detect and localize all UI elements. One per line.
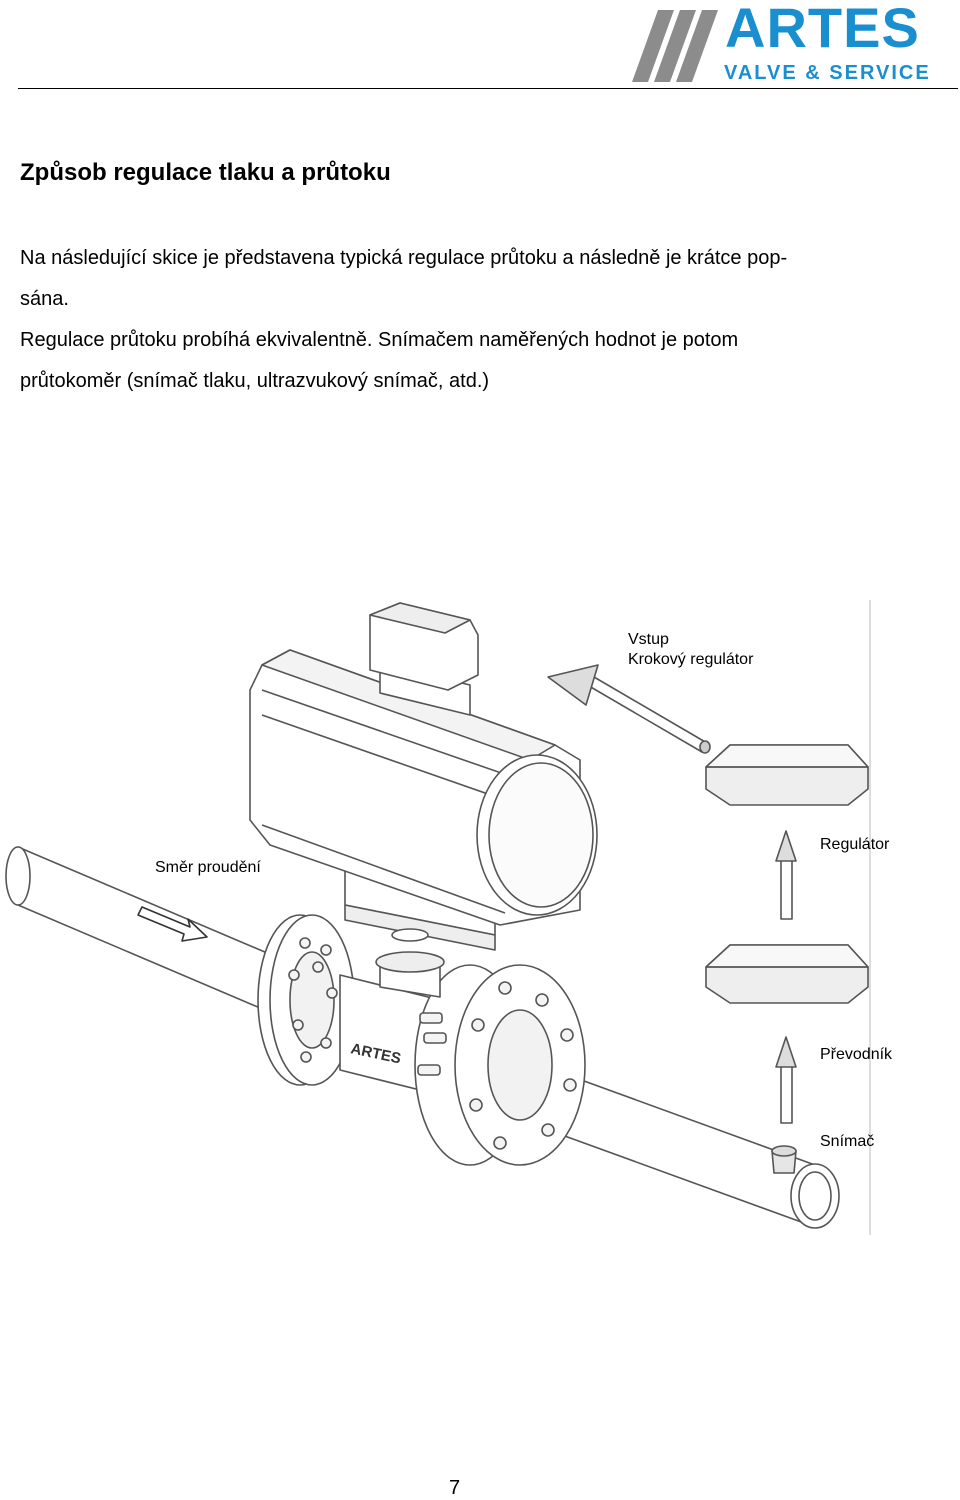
header-divider: [18, 88, 958, 89]
stepper-controller-box: [705, 744, 869, 806]
left-flange: [257, 914, 355, 1086]
flow-paragraph: Regulace průtoku probíhá ekvivalentně. S…: [20, 329, 739, 392]
page-number: 7: [449, 1477, 461, 1499]
label-regulator: Regulátor: [820, 836, 890, 853]
sensor-nub: [771, 1145, 797, 1174]
actuator-indicator: [369, 602, 479, 716]
label-snimac: Snímač: [820, 1133, 875, 1150]
valve-stem: [375, 951, 445, 998]
regulator-box: [705, 944, 869, 1004]
artes-logo: ARTES VALVE & SERVICE: [630, 0, 960, 86]
actuator-body: [249, 649, 598, 926]
outlet-pipe: [539, 1064, 840, 1229]
valve-diagram: ARTES Vstup Krokový regulátor Směr proud…: [0, 595, 960, 1240]
logo-brand-text: ARTES: [725, 0, 920, 59]
label-krokovy-regulator: Krokový regulátor: [628, 651, 754, 668]
input-arrow-icon: [547, 664, 711, 754]
logo-subtitle: VALVE & SERVICE: [724, 62, 931, 84]
label-smer-prouděni: Směr proudění: [155, 859, 261, 876]
label-vstup: Vstup: [628, 631, 669, 648]
label-prevodnik: Převodník: [820, 1046, 893, 1063]
logo-stripes-icon: [632, 10, 718, 82]
transducer-arrow-icon: [775, 1036, 797, 1124]
regulator-arrow-icon: [775, 830, 797, 920]
flange-bolts: [417, 1012, 447, 1076]
page-title: Způsob regulace tlaku a průtoku: [20, 159, 391, 186]
intro-paragraph: Na následující skice je představena typi…: [20, 247, 788, 310]
valve-diagram-drawing: ARTES: [5, 600, 871, 1235]
flow-direction-arrow-icon: [137, 906, 208, 942]
